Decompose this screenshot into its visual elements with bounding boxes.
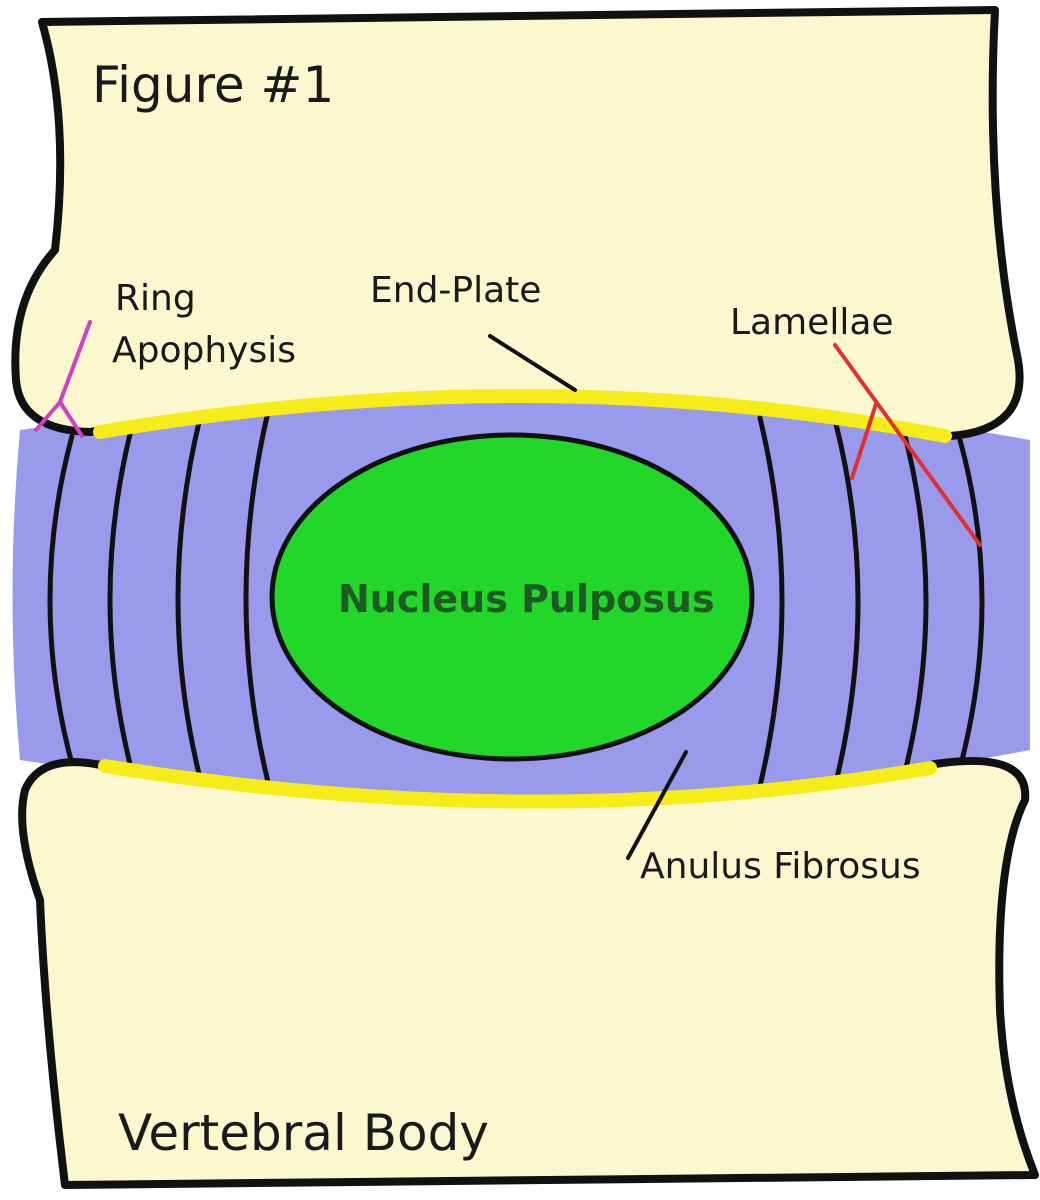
pointer-line <box>34 400 62 432</box>
ring-apophysis-label-line2: Apophysis <box>112 330 296 371</box>
upper-end-plate <box>93 389 952 443</box>
end-plate-pointer <box>488 334 577 392</box>
lamella-line <box>833 421 861 785</box>
lamellae-left <box>47 409 271 785</box>
lamella-line <box>175 415 203 781</box>
lamellae-pointer <box>833 343 982 547</box>
figure-title: Figure #1 <box>92 56 334 114</box>
pointer-line <box>850 402 878 480</box>
anulus-fibrosus-label: Anulus Fibrosus <box>640 846 921 887</box>
lamella-line <box>107 423 135 775</box>
lamellae-right <box>757 415 985 789</box>
pointer-line <box>58 400 84 438</box>
pointer-line <box>58 320 92 404</box>
lamella-line <box>901 429 929 779</box>
lower-end-plate <box>98 759 937 809</box>
nucleus-pulposus-label: Nucleus Pulposus <box>338 577 715 621</box>
pointer-line <box>833 343 982 547</box>
lamellae-label: Lamellae <box>730 302 894 343</box>
anulus-fibrosus-pointer <box>626 750 688 860</box>
lamella-line <box>757 415 785 789</box>
ring-apophysis-label-line1: Ring <box>115 278 196 319</box>
lamella-line <box>47 433 75 767</box>
lamella-line <box>957 437 985 771</box>
ring-apophysis-pointer <box>34 320 92 438</box>
vertebral-body-label: Vertebral Body <box>118 1104 489 1162</box>
nucleus-pulposus <box>269 432 755 762</box>
lamella-line <box>243 409 271 785</box>
end-plate-label: End-Plate <box>370 270 541 311</box>
